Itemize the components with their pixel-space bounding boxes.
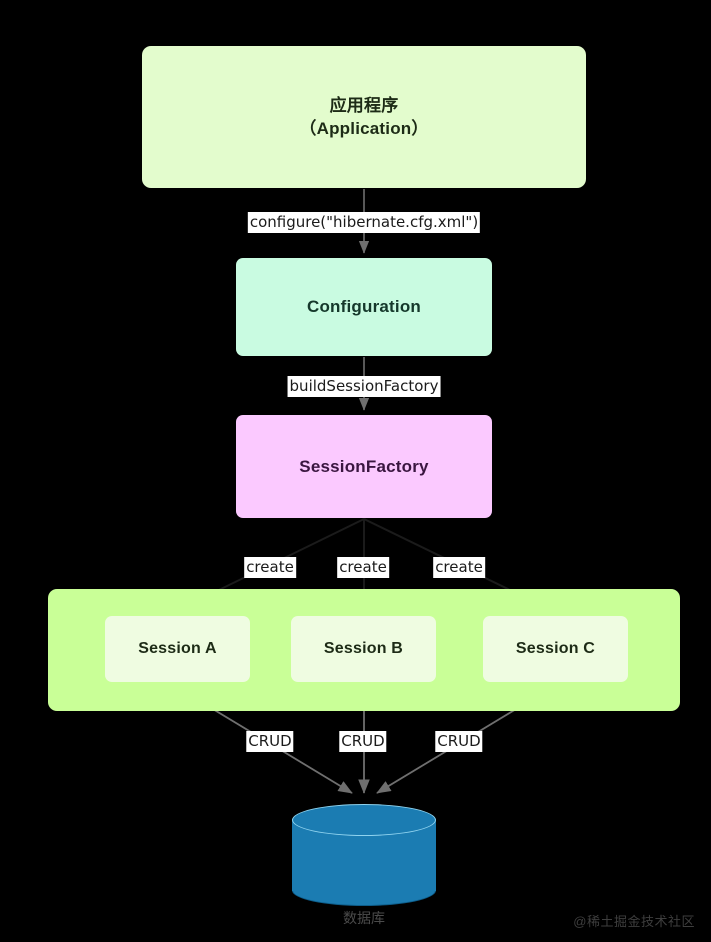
application-label-en: （Application） bbox=[299, 119, 429, 138]
edge-label-session-a-to-db: CRUD bbox=[246, 731, 294, 752]
edge-label-config-to-sf: buildSessionFactory bbox=[287, 376, 441, 397]
edge-label-session-c-to-db: CRUD bbox=[435, 731, 483, 752]
database-label: 数据库 bbox=[343, 910, 385, 926]
node-session-b[interactable]: Session B bbox=[291, 616, 436, 682]
node-session-c[interactable]: Session C bbox=[483, 616, 628, 682]
session-c-label: Session C bbox=[515, 639, 596, 657]
edge-label-app-to-config: configure("hibernate.cfg.xml") bbox=[247, 212, 481, 233]
database-cylinder-top bbox=[292, 804, 436, 836]
configuration-label: Configuration bbox=[306, 297, 422, 317]
watermark: @稀土掘金技术社区 bbox=[573, 914, 695, 929]
application-label-cn: 应用程序 bbox=[329, 95, 399, 115]
node-session-factory[interactable]: SessionFactory bbox=[236, 415, 492, 518]
session-factory-label: SessionFactory bbox=[299, 456, 429, 476]
node-session-group: Session A Session B Session C bbox=[48, 589, 680, 711]
node-configuration[interactable]: Configuration bbox=[236, 258, 492, 356]
edge-label-sf-to-session-b: create bbox=[337, 557, 389, 578]
edge-label-session-b-to-db: CRUD bbox=[339, 731, 387, 752]
node-database[interactable] bbox=[292, 804, 436, 906]
node-application[interactable]: 应用程序 （Application） bbox=[142, 46, 586, 188]
edge-label-sf-to-session-c: create bbox=[433, 557, 485, 578]
node-session-a[interactable]: Session A bbox=[105, 616, 250, 682]
session-a-label: Session A bbox=[138, 639, 217, 657]
edge-label-sf-to-session-a: create bbox=[244, 557, 296, 578]
session-b-label: Session B bbox=[323, 639, 404, 657]
